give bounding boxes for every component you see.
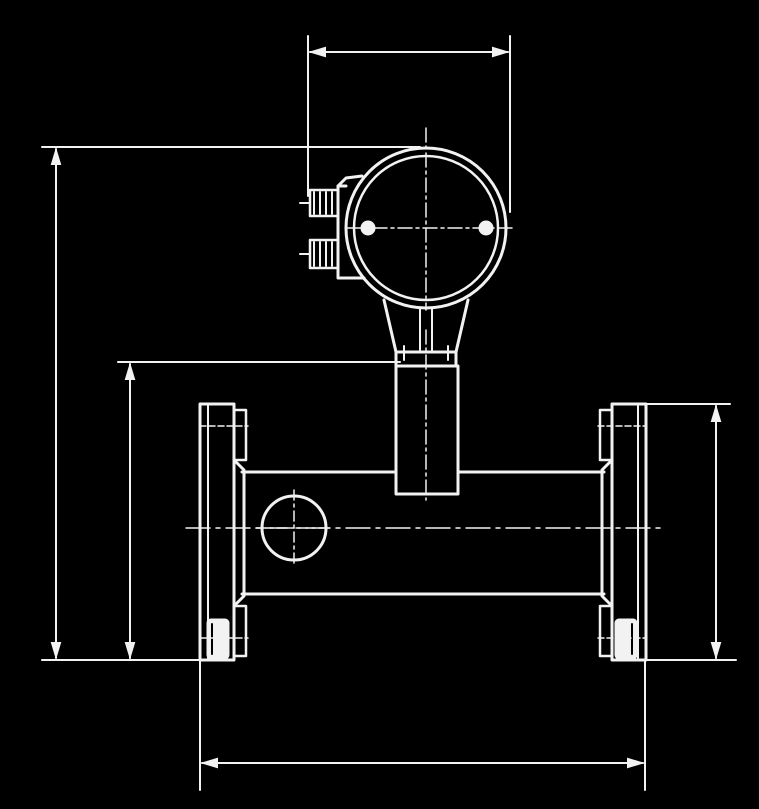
dimension-stem-height (117, 361, 401, 660)
cable-gland-lower (299, 238, 340, 270)
pipe-body (185, 458, 661, 608)
neck-support (382, 298, 470, 501)
dimension-overall-height (41, 146, 421, 661)
dimension-overall-length (199, 659, 646, 791)
dimension-head-width (307, 35, 511, 213)
transmitter-head (299, 127, 517, 311)
cable-gland-upper (299, 188, 340, 218)
flange-right (597, 402, 648, 662)
flange-left (198, 402, 249, 662)
